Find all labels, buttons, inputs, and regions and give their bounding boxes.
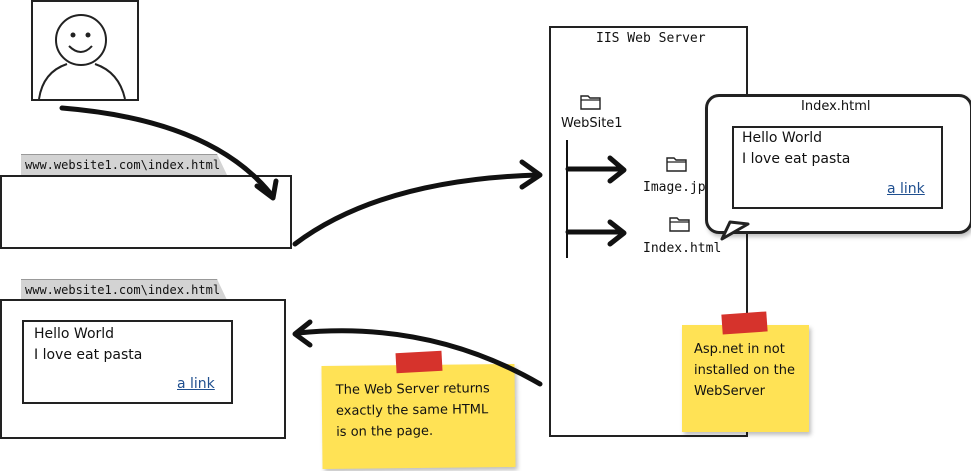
index-callout: Index.html Hello World I love eat pasta … — [705, 94, 971, 234]
folder-icon — [669, 217, 690, 232]
user-face-icon — [38, 14, 126, 99]
folder-icon — [580, 95, 601, 110]
callout-page-link[interactable]: a link — [887, 181, 925, 197]
callout-page: Hello World I love eat pasta a link — [732, 126, 943, 209]
bottom-browser-url: www.website1.com\index.html — [25, 283, 221, 297]
bottom-page-link[interactable]: a link — [177, 376, 215, 392]
callout-title: Index.html — [801, 99, 871, 114]
bottom-page-heading: Hello World — [34, 326, 115, 342]
arrow-user-to-browser — [59, 105, 273, 196]
callout-page-body: I love eat pasta — [742, 151, 851, 167]
bottom-browser-window: Hello World I love eat pasta a link — [0, 299, 286, 439]
bottom-browser-page: Hello World I love eat pasta a link — [22, 320, 233, 404]
folder-icon — [666, 157, 687, 172]
sticky-note-right: Asp.net in not installed on the WebServe… — [682, 325, 809, 432]
server-title: IIS Web Server — [596, 31, 706, 46]
index-file-label[interactable]: Index.html — [643, 241, 722, 256]
bottom-browser-url-tab[interactable]: www.website1.com\index.html — [21, 279, 227, 300]
callout-tail — [720, 220, 750, 241]
top-browser-window — [0, 175, 292, 249]
top-browser-url: www.website1.com\index.html — [25, 158, 221, 172]
top-browser-url-tab[interactable]: www.website1.com\index.html — [21, 154, 227, 175]
user-avatar — [31, 0, 139, 101]
arrow-server-to-browser — [295, 328, 543, 387]
website-folder-label[interactable]: WebSite1 — [561, 116, 623, 131]
sticky-note-right-text: Asp.net in not installed on the WebServe… — [694, 342, 795, 399]
arrow-browser-to-server — [292, 172, 540, 247]
image-file-label[interactable]: Image.jpg — [643, 180, 714, 195]
bottom-page-body: I love eat pasta — [34, 347, 143, 363]
callout-page-heading: Hello World — [742, 130, 823, 146]
